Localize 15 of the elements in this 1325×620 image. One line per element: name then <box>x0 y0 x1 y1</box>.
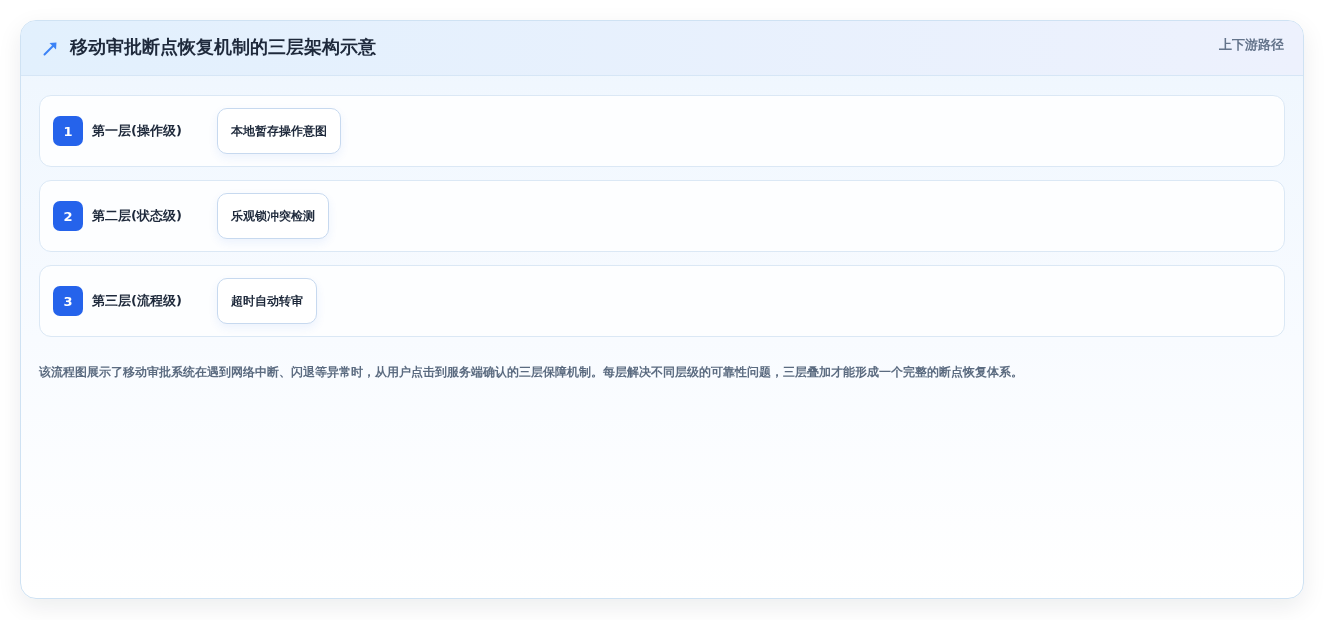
caption: 该流程图展示了移动审批系统在遇到网络中断、闪退等异常时，从用户点击到服务端确认的三层保障机制。每层解决不同层级的可靠性问题，三层叠加才能形成一个完整的断点恢复体系。 <box>39 364 1024 381</box>
path-note: 上下游路径 <box>1219 36 1284 54</box>
step-number: 2 <box>53 201 83 231</box>
layer-name: 第二层(状态级) <box>92 207 183 225</box>
layer-name: 第三层(流程级) <box>92 292 183 310</box>
layer-row <box>39 95 1285 167</box>
step-number: 1 <box>53 116 83 146</box>
layer-row <box>39 265 1285 337</box>
layer-name: 第一层(操作级) <box>92 122 183 140</box>
diagram-title: 移动审批断点恢复机制的三层架构示意 <box>70 35 376 59</box>
step-number: 3 <box>53 286 83 316</box>
mechanism-card: 本地暂存操作意图 <box>217 108 341 154</box>
layer-row <box>39 180 1285 252</box>
mechanism-card: 超时自动转审 <box>217 278 317 324</box>
mechanism-card: 乐观锁冲突检测 <box>217 193 329 239</box>
